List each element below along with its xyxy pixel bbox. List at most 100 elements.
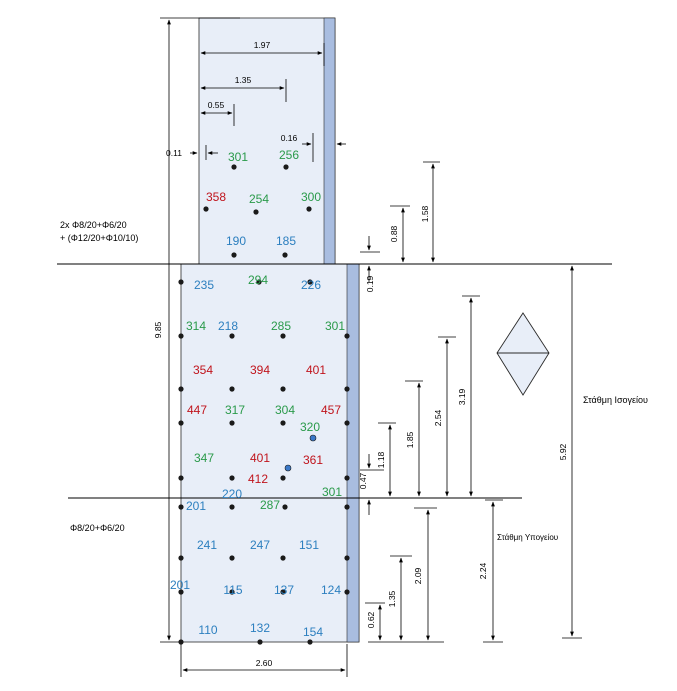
measurement-point-dot (178, 475, 184, 481)
measurement-point-value: 412 (248, 472, 268, 486)
measurement-point-dot (229, 420, 235, 426)
measurement-point-value: 301 (325, 319, 345, 333)
height-209-label: 2.09 (413, 567, 423, 584)
measurement-point-value: 314 (186, 319, 206, 333)
measurement-point-dot (282, 504, 288, 510)
basement-level-label: Στάθμη Υπογείου (497, 533, 558, 542)
measurement-point-dot (307, 639, 313, 645)
measurement-point-dot (280, 555, 286, 561)
height-254-label: 2.54 (433, 409, 443, 426)
measurement-point-dot (280, 475, 286, 481)
measurement-point-value: 151 (299, 538, 319, 552)
measurement-point-value: 447 (187, 403, 207, 417)
level-marker-icon (496, 312, 550, 396)
height-118-label: 1.18 (376, 451, 386, 468)
lower-wall-strip (346, 263, 360, 643)
height-019-label: 0.19 (365, 275, 375, 292)
measurement-point-dot (178, 639, 184, 645)
lower-wall-section (180, 263, 360, 643)
measurement-point-value: 304 (275, 403, 295, 417)
measurement-point-value: 300 (301, 190, 321, 204)
measurement-point-dot (282, 252, 288, 258)
measurement-point-dot (229, 386, 235, 392)
height-158-label: 1.58 (420, 205, 430, 222)
measurement-point-dot (309, 434, 317, 442)
measurement-point-dot (257, 639, 263, 645)
measurement-point-dot (344, 420, 350, 426)
measurement-point-dot (178, 555, 184, 561)
top-width-197-label: 1.97 (254, 40, 271, 50)
measurement-point-dot (178, 420, 184, 426)
measurement-point-dot (178, 504, 184, 510)
measurement-point-value: 110 (198, 623, 217, 637)
measurement-point-dot (283, 164, 289, 170)
measurement-point-dot (229, 555, 235, 561)
measurement-point-value: 235 (194, 278, 214, 292)
measurement-point-value: 137 (274, 583, 294, 597)
measurement-point-value: 285 (271, 319, 291, 333)
measurement-point-value: 124 (321, 583, 341, 597)
measurement-point-value: 401 (250, 451, 270, 465)
height-135-label: 1.35 (387, 590, 397, 607)
measurement-point-dot (178, 279, 184, 285)
measurement-point-dot (344, 555, 350, 561)
measurement-point-value: 301 (228, 150, 248, 164)
measurement-point-dot (178, 333, 184, 339)
measurement-point-value: 401 (306, 363, 326, 377)
measurement-point-dot (231, 252, 237, 258)
measurement-point-value: 394 (250, 363, 270, 377)
measurement-point-value: 154 (303, 625, 323, 639)
measurement-point-value: 201 (170, 578, 190, 592)
measurement-point-value: 320 (300, 420, 320, 434)
measurement-point-value: 354 (193, 363, 213, 377)
top-width-135-label: 1.35 (235, 75, 252, 85)
measurement-point-value: 218 (218, 319, 238, 333)
height-319-label: 3.19 (457, 388, 467, 405)
upper-rebar-label-line2: + (Φ12/20+Φ10/10) (60, 233, 138, 243)
measurement-point-dot (229, 475, 235, 481)
upper-wall-strip (323, 17, 336, 265)
measurement-point-dot (280, 589, 286, 595)
measurement-point-value: 241 (197, 538, 217, 552)
measurement-point-value: 457 (321, 403, 341, 417)
measurement-point-value: 254 (249, 192, 269, 206)
upper-wall-section (198, 17, 336, 265)
measurement-point-dot (306, 206, 312, 212)
measurement-point-value: 361 (303, 453, 323, 467)
height-088-label: 0.88 (389, 225, 399, 242)
strip-016-label: 0.16 (281, 133, 298, 143)
measurement-point-value: 201 (186, 499, 206, 513)
measurement-point-dot (229, 333, 235, 339)
measurement-point-dot (280, 333, 286, 339)
measurement-point-value: 347 (194, 451, 214, 465)
measurement-point-dot (256, 279, 262, 285)
height-062-label: 0.62 (366, 611, 376, 628)
measurement-point-value: 115 (223, 583, 242, 597)
measurement-point-dot (229, 589, 235, 595)
lower-rebar-label: Φ8/20+Φ6/20 (70, 523, 125, 533)
measurement-point-value: 132 (250, 621, 270, 635)
measurement-point-dot (178, 589, 184, 595)
measurement-point-value: 247 (250, 538, 270, 552)
measurement-point-dot (280, 386, 286, 392)
measurement-point-dot (284, 464, 292, 472)
measurement-point-dot (253, 209, 259, 215)
measurement-point-dot (344, 386, 350, 392)
measurement-point-dot (344, 589, 350, 595)
ground-level-label: Στάθμη Ισογείου (583, 395, 648, 405)
measurement-point-dot (344, 475, 350, 481)
measurement-point-dot (231, 164, 237, 170)
measurement-point-dot (344, 333, 350, 339)
measurement-point-dot (178, 386, 184, 392)
measurement-point-value: 317 (225, 403, 245, 417)
height-047-label: 0.47 (358, 472, 368, 489)
height-185-label: 1.85 (405, 431, 415, 448)
measurement-point-dot (280, 420, 286, 426)
measurement-point-dot (307, 279, 313, 285)
height-224-label: 2.24 (478, 562, 488, 579)
measurement-point-value: 190 (226, 234, 246, 248)
upper-rebar-label-line1: 2x Φ8/20+Φ6/20 (60, 220, 127, 230)
